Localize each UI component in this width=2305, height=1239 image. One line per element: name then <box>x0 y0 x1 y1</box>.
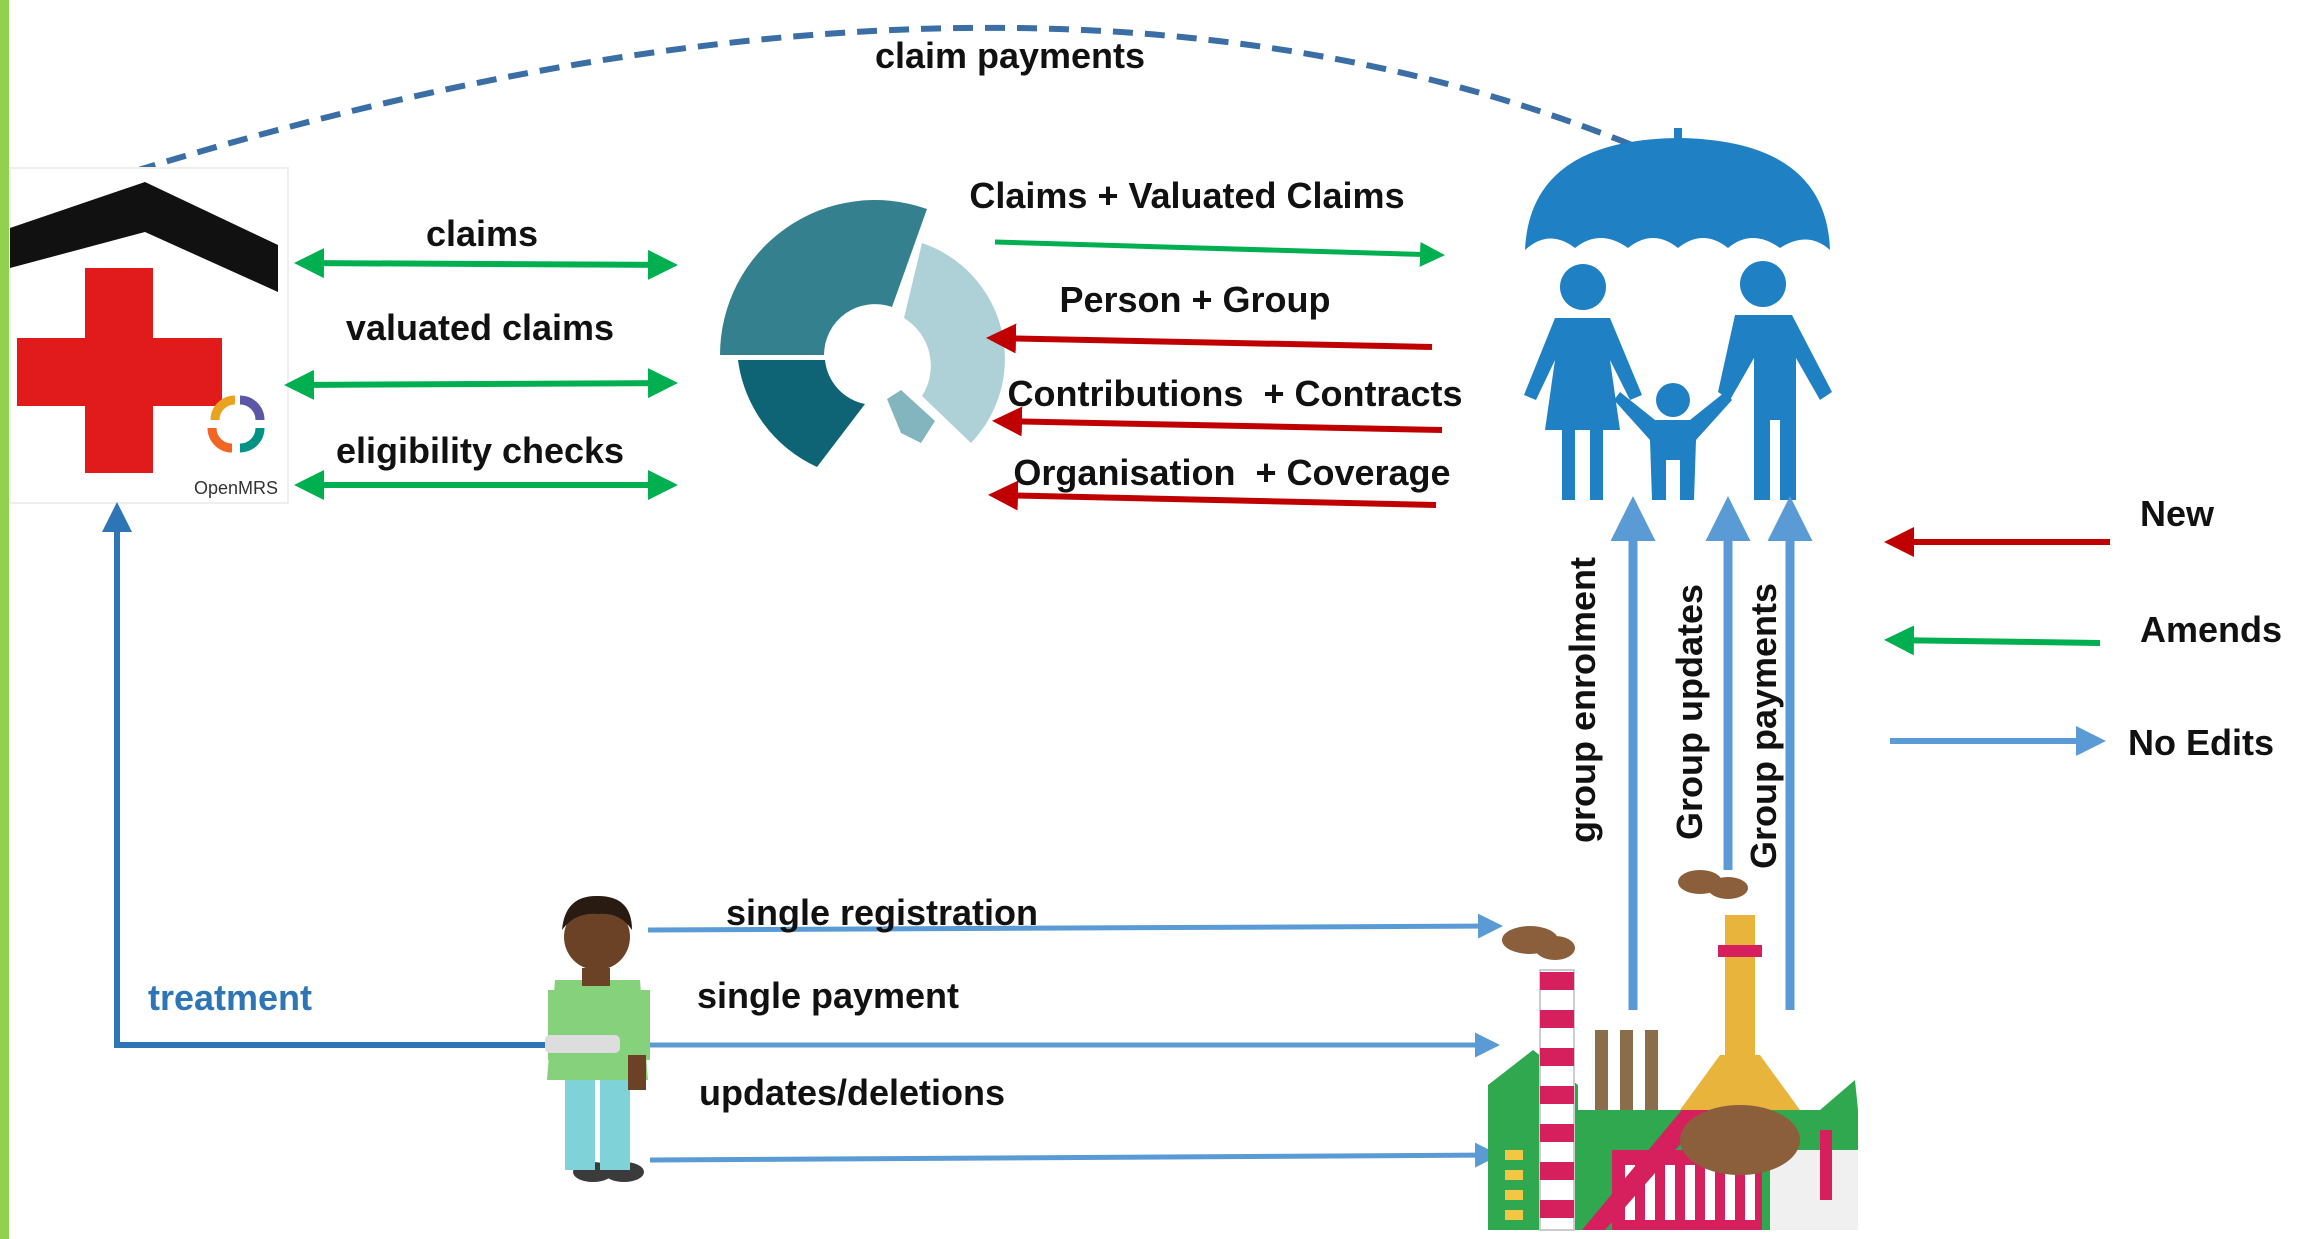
hospital-openmrs-icon: OpenMRS <box>9 167 289 504</box>
legend: New Amends No Edits <box>1884 493 2282 763</box>
factory-icon <box>1488 870 1858 1231</box>
group-updates-label: Group updates <box>1669 584 1710 840</box>
valuated-claims-label: valuated claims <box>346 307 614 348</box>
updates-deletions-arrow <box>649 1142 1500 1168</box>
insurance-umbrella-family-icon <box>1524 128 1832 500</box>
claim-payments-label: claim payments <box>875 35 1145 76</box>
treatment-arrow <box>102 502 548 1048</box>
group-enrolment-label: group enrolment <box>1562 557 1603 843</box>
openmrs-logo-text: OpenMRS <box>194 478 278 498</box>
person-group-label: Person + Group <box>1059 279 1330 320</box>
contributions-contracts-label: Contributions + Contracts <box>1007 373 1462 414</box>
treatment-label: treatment <box>148 977 312 1018</box>
patient-figure-icon <box>545 895 650 1182</box>
organisation-coverage-arrow <box>988 480 1437 511</box>
updates-deletions-label: updates/deletions <box>699 1072 1005 1113</box>
claims-valuated-label: Claims + Valuated Claims <box>969 175 1404 216</box>
openimis-ring-icon <box>720 200 1005 467</box>
group-payments-label: Group payments <box>1743 583 1784 869</box>
eligibility-checks-label: eligibility checks <box>336 430 624 471</box>
legend-amends-label: Amends <box>2140 609 2282 650</box>
legend-new-label: New <box>2140 493 2215 534</box>
openmrs-logo: OpenMRS <box>194 395 278 498</box>
single-registration-arrow <box>647 913 1503 939</box>
legend-no-edits-label: No Edits <box>2128 722 2274 763</box>
single-payment-label: single payment <box>697 975 959 1016</box>
contributions-contracts-arrow <box>992 406 1443 437</box>
claims-label: claims <box>426 213 538 254</box>
claim-payments-arc <box>74 24 1634 193</box>
single-registration-label: single registration <box>726 892 1038 933</box>
claims-arrow <box>294 248 678 280</box>
left-accent-bar <box>0 0 9 1239</box>
person-group-arrow <box>986 323 1433 354</box>
legend-amends-arrow <box>1884 625 2101 656</box>
valuated-claims-arrow <box>284 368 678 400</box>
organisation-coverage-label: Organisation + Coverage <box>1013 452 1450 493</box>
claims-valuated-arrow <box>994 239 1445 267</box>
